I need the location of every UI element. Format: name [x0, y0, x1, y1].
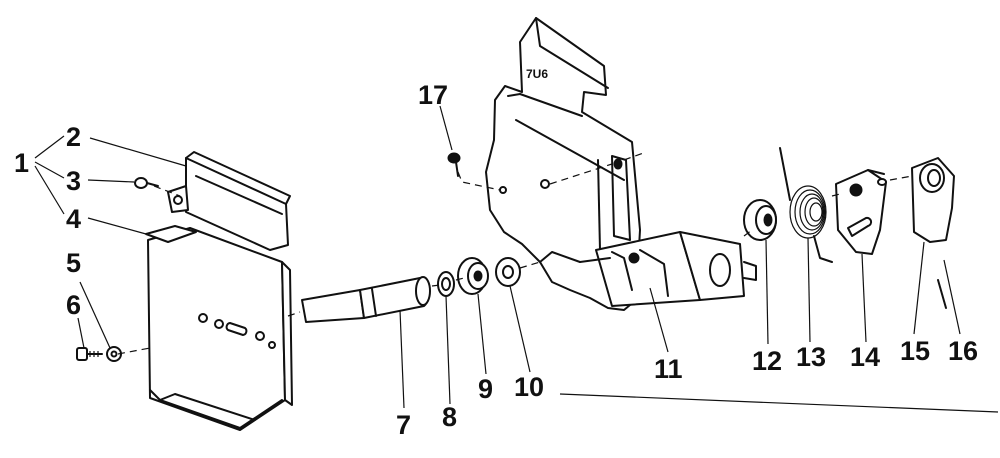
switch-assembly-11: [539, 231, 757, 307]
callout-4: 4: [66, 204, 81, 234]
callout-11: 11: [654, 354, 683, 384]
callout-1: 1: [14, 148, 29, 178]
coil-spring-13: [779, 147, 833, 263]
housing-hole: [255, 331, 265, 341]
callout-12: 12: [752, 346, 782, 376]
callout-7: 7: [396, 410, 411, 440]
callout-8: 8: [442, 402, 457, 432]
alignment-lines: [117, 151, 913, 355]
housing-hole: [198, 313, 208, 323]
cam-14: [835, 169, 887, 255]
screw-3: [134, 177, 159, 189]
housing-slot: [225, 322, 248, 336]
callout-2: 2: [66, 122, 81, 152]
ring-8: [437, 271, 455, 297]
callout-labels: 1 2 3 4 5 6 7 8 9 10 11 12 13 14 15 16 1…: [14, 80, 978, 440]
housing-hole: [214, 319, 224, 329]
callout-17: 17: [418, 80, 448, 110]
callout-15: 15: [900, 336, 930, 366]
callout-6: 6: [66, 290, 81, 320]
pin-16: [937, 279, 947, 309]
callout-13: 13: [796, 342, 826, 372]
housing-cover: [167, 151, 291, 251]
washer-10: [495, 257, 521, 287]
bracket-stamp: 7U6: [526, 67, 548, 81]
callout-3: 3: [66, 166, 81, 196]
housing-hole: [268, 341, 276, 349]
callout-5: 5: [66, 248, 81, 278]
leader-lines: [34, 105, 999, 413]
callout-9: 9: [478, 374, 493, 404]
bearing-12: [743, 199, 777, 241]
callout-14: 14: [850, 342, 880, 372]
shaft-7: [301, 276, 431, 323]
knob-plate-15: [911, 157, 955, 243]
bushing-9: [457, 257, 489, 295]
callout-16: 16: [948, 336, 978, 366]
screw-washer-6: [76, 346, 122, 362]
housing-box: [145, 225, 293, 431]
screw-17: [447, 152, 461, 177]
callout-10: 10: [514, 372, 544, 402]
mounting-bracket: 7U6: [485, 17, 641, 311]
